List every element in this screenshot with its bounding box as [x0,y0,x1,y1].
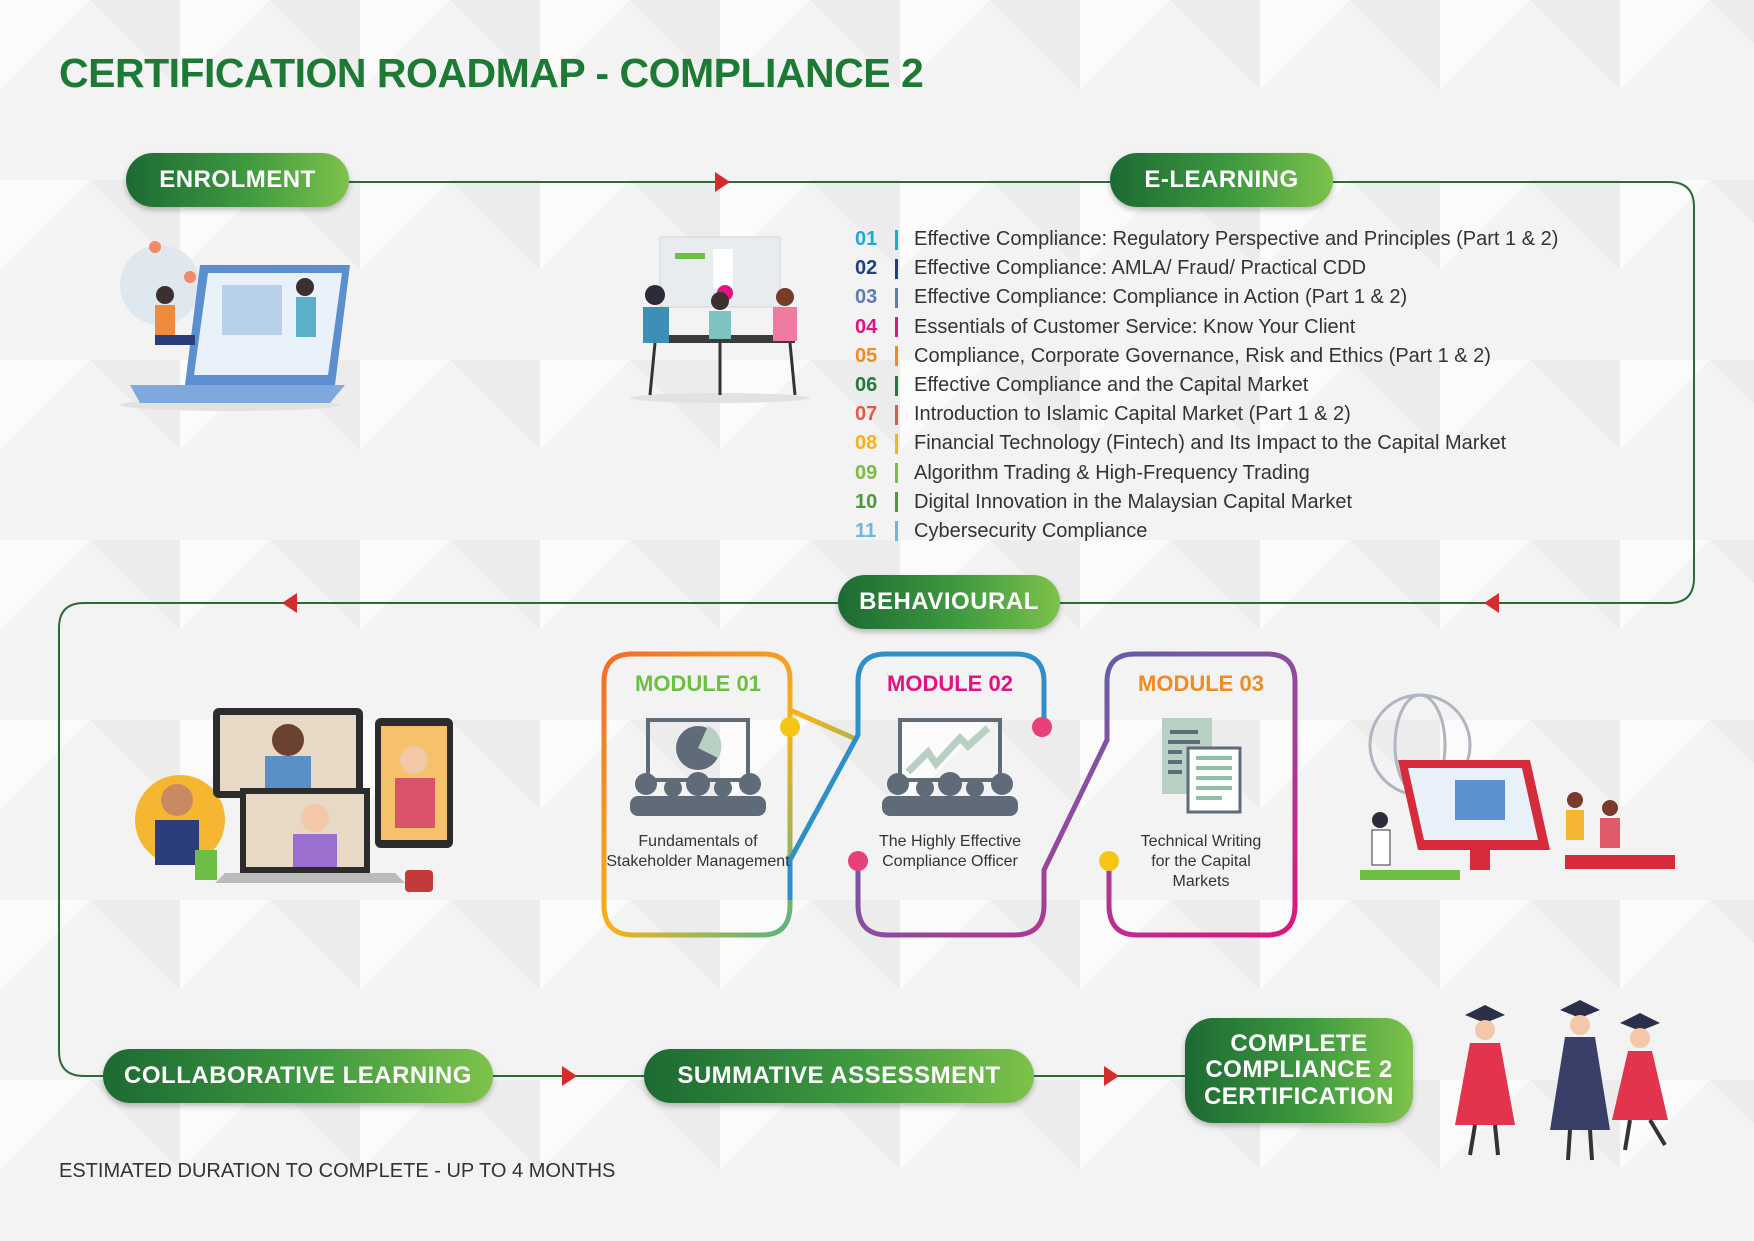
arrow-left-icon [282,593,297,613]
behavioural-online-learning-illustration [1360,693,1675,880]
module-01-title: Fundamentals of Stakeholder Management [606,833,790,870]
collaborative-video-call-illustration [135,708,453,892]
course-title: Effective Compliance: Compliance in Acti… [914,286,1408,309]
stage-summative-assessment: SUMMATIVE ASSESSMENT [644,1049,1034,1103]
module-03-title: Technical Writing for the Capital Market… [1140,833,1262,890]
flow-line-right [1060,181,1695,604]
course-title: Effective Compliance and the Capital Mar… [914,374,1309,397]
course-number: 10 [855,490,878,513]
course-divider [895,521,898,542]
course-title: Effective Compliance: Regulatory Perspec… [914,228,1559,251]
course-title: Digital Innovation in the Malaysian Capi… [914,490,1352,513]
course-divider [895,346,898,367]
course-divider [895,229,898,250]
estimated-duration-note: ESTIMATED DURATION TO COMPLETE - UP TO 4… [59,1160,616,1182]
course-title: Financial Technology (Fintech) and Its I… [914,432,1507,455]
course-item: 06 Effective Compliance and the Capital M… [855,371,1558,400]
course-title: Introduction to Islamic Capital Market (… [914,403,1351,426]
arrow-right-icon [1104,1066,1119,1086]
presentation-pie-chart-icon [630,718,766,816]
course-divider [895,287,898,308]
module-connector-1 [787,651,1047,900]
course-item: 04 Essentials of Customer Service: Know Y… [855,313,1558,342]
arrow-left-icon [1484,593,1499,613]
module-01-border [601,651,860,938]
page-title: CERTIFICATION ROADMAP - COMPLIANCE 2 [59,50,924,96]
course-number: 08 [855,432,878,455]
module-02-label: MODULE 02 [887,671,1013,696]
course-divider [895,404,898,425]
course-number: 09 [855,461,878,484]
module-01-label: MODULE 01 [635,671,761,696]
course-item: 08 Financial Technology (Fintech) and Its… [855,429,1558,458]
module-02-title: The Highly Effective Compliance Officer [879,833,1021,870]
module-03-label: MODULE 03 [1138,671,1264,696]
course-number: 02 [855,257,878,280]
course-number: 06 [855,374,878,397]
course-title: Cybersecurity Compliance [914,519,1148,542]
course-item: 05 Compliance, Corporate Governance, Risk… [855,342,1558,371]
course-item: 11 Cybersecurity Compliance [855,517,1558,546]
course-divider [895,375,898,396]
stage-collaborative-learning: COLLABORATIVE LEARNING [103,1049,493,1103]
module-02-border [855,651,1298,938]
course-divider [895,258,898,279]
course-divider [895,492,898,513]
course-item: 10 Digital Innovation in the Malaysian Ca… [855,488,1558,517]
module-dot [848,851,868,871]
course-title: Algorithm Trading & High-Frequency Tradi… [914,461,1310,484]
course-title: Essentials of Customer Service: Know You… [914,315,1356,338]
graduates-illustration [1455,1000,1668,1161]
course-number: 07 [855,403,878,426]
course-divider [895,463,898,484]
course-number: 11 [855,519,877,542]
course-title: Compliance, Corporate Governance, Risk a… [914,344,1491,367]
elearning-course-list: 01 Effective Compliance: Regulatory Persp… [855,225,1558,546]
elearning-meeting-illustration [630,236,810,403]
course-divider [895,317,898,338]
module-dot [780,717,800,737]
course-item: 07 Introduction to Islamic Capital Market… [855,400,1558,429]
course-number: 01 [855,228,878,251]
course-item: 03 Effective Compliance: Compliance in Ac… [855,283,1558,312]
course-item: 02 Effective Compliance: AMLA/ Fraud/ Pra… [855,254,1558,283]
course-number: 05 [855,344,878,367]
course-number: 04 [855,315,878,338]
course-number: 03 [855,286,878,309]
documents-icon [1162,718,1242,814]
module-dot [1032,717,1052,737]
stage-complete-certification: COMPLETE COMPLIANCE 2 CERTIFICATION [1185,1018,1413,1123]
arrow-right-icon [715,172,730,192]
course-item: 01 Effective Compliance: Regulatory Persp… [855,225,1558,254]
course-title: Effective Compliance: AMLA/ Fraud/ Pract… [914,257,1367,280]
stage-enrolment: ENROLMENT [126,153,349,207]
stage-behavioural: BEHAVIOURAL [838,575,1060,629]
arrow-right-icon [562,1066,577,1086]
course-divider [895,433,898,454]
presentation-growth-chart-icon [882,718,1018,816]
course-item: 09 Algorithm Trading & High-Frequency Tra… [855,459,1558,488]
stage-elearning: E-LEARNING [1110,153,1333,207]
module-dot [1099,851,1119,871]
enrolment-laptop-illustration [120,241,350,411]
flow-line-middle [58,602,838,1077]
